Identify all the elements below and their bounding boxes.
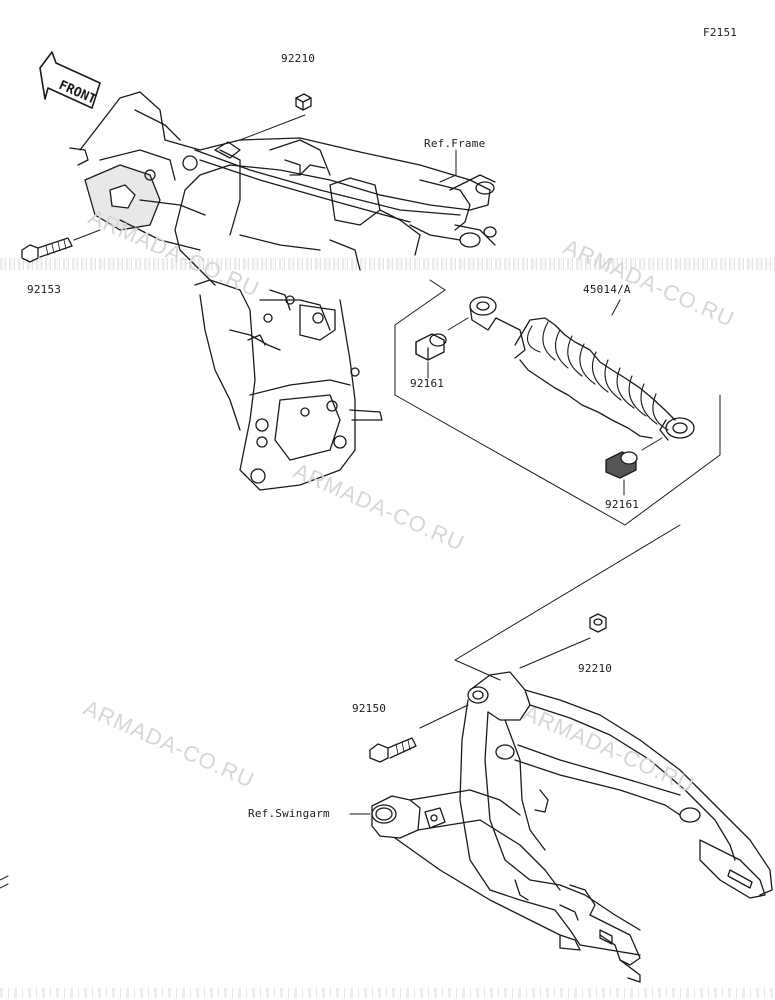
callout-92210-top: 92210 — [281, 52, 316, 65]
callout-92161-upper: 92161 — [410, 377, 445, 390]
callout-92210-lower: 92210 — [578, 662, 613, 675]
leader-line — [439, 149, 457, 183]
callout-ref-frame: Ref.Frame — [424, 137, 486, 150]
callout-45014a: 45014/A — [583, 283, 631, 296]
front-arrow-icon: FRONT — [39, 51, 101, 109]
leader-line — [239, 114, 306, 141]
nut-icon — [589, 613, 607, 633]
leader-line — [419, 704, 469, 729]
leader-line — [519, 637, 591, 669]
scan-artifact-band-bottom — [0, 988, 775, 998]
shock-absorber-icon — [469, 296, 695, 441]
figure-code: F2151 — [703, 26, 738, 39]
leader-line — [611, 299, 621, 316]
callout-ref-swingarm: Ref.Swingarm — [248, 807, 330, 820]
group-box — [454, 524, 681, 681]
scan-artifact-band — [0, 258, 775, 270]
bushing-icon — [415, 317, 469, 361]
group-box — [394, 289, 721, 526]
frame-drawing — [69, 91, 497, 491]
bushing-icon — [605, 437, 663, 479]
callout-92161-lower: 92161 — [605, 498, 640, 511]
callout-92153: 92153 — [27, 283, 62, 296]
nut-icon — [295, 93, 312, 111]
leader-line — [73, 229, 101, 241]
swingarm-drawing — [371, 671, 773, 983]
callout-92150: 92150 — [352, 702, 387, 715]
bolt-icon — [369, 737, 417, 763]
bolt-icon — [21, 237, 73, 263]
